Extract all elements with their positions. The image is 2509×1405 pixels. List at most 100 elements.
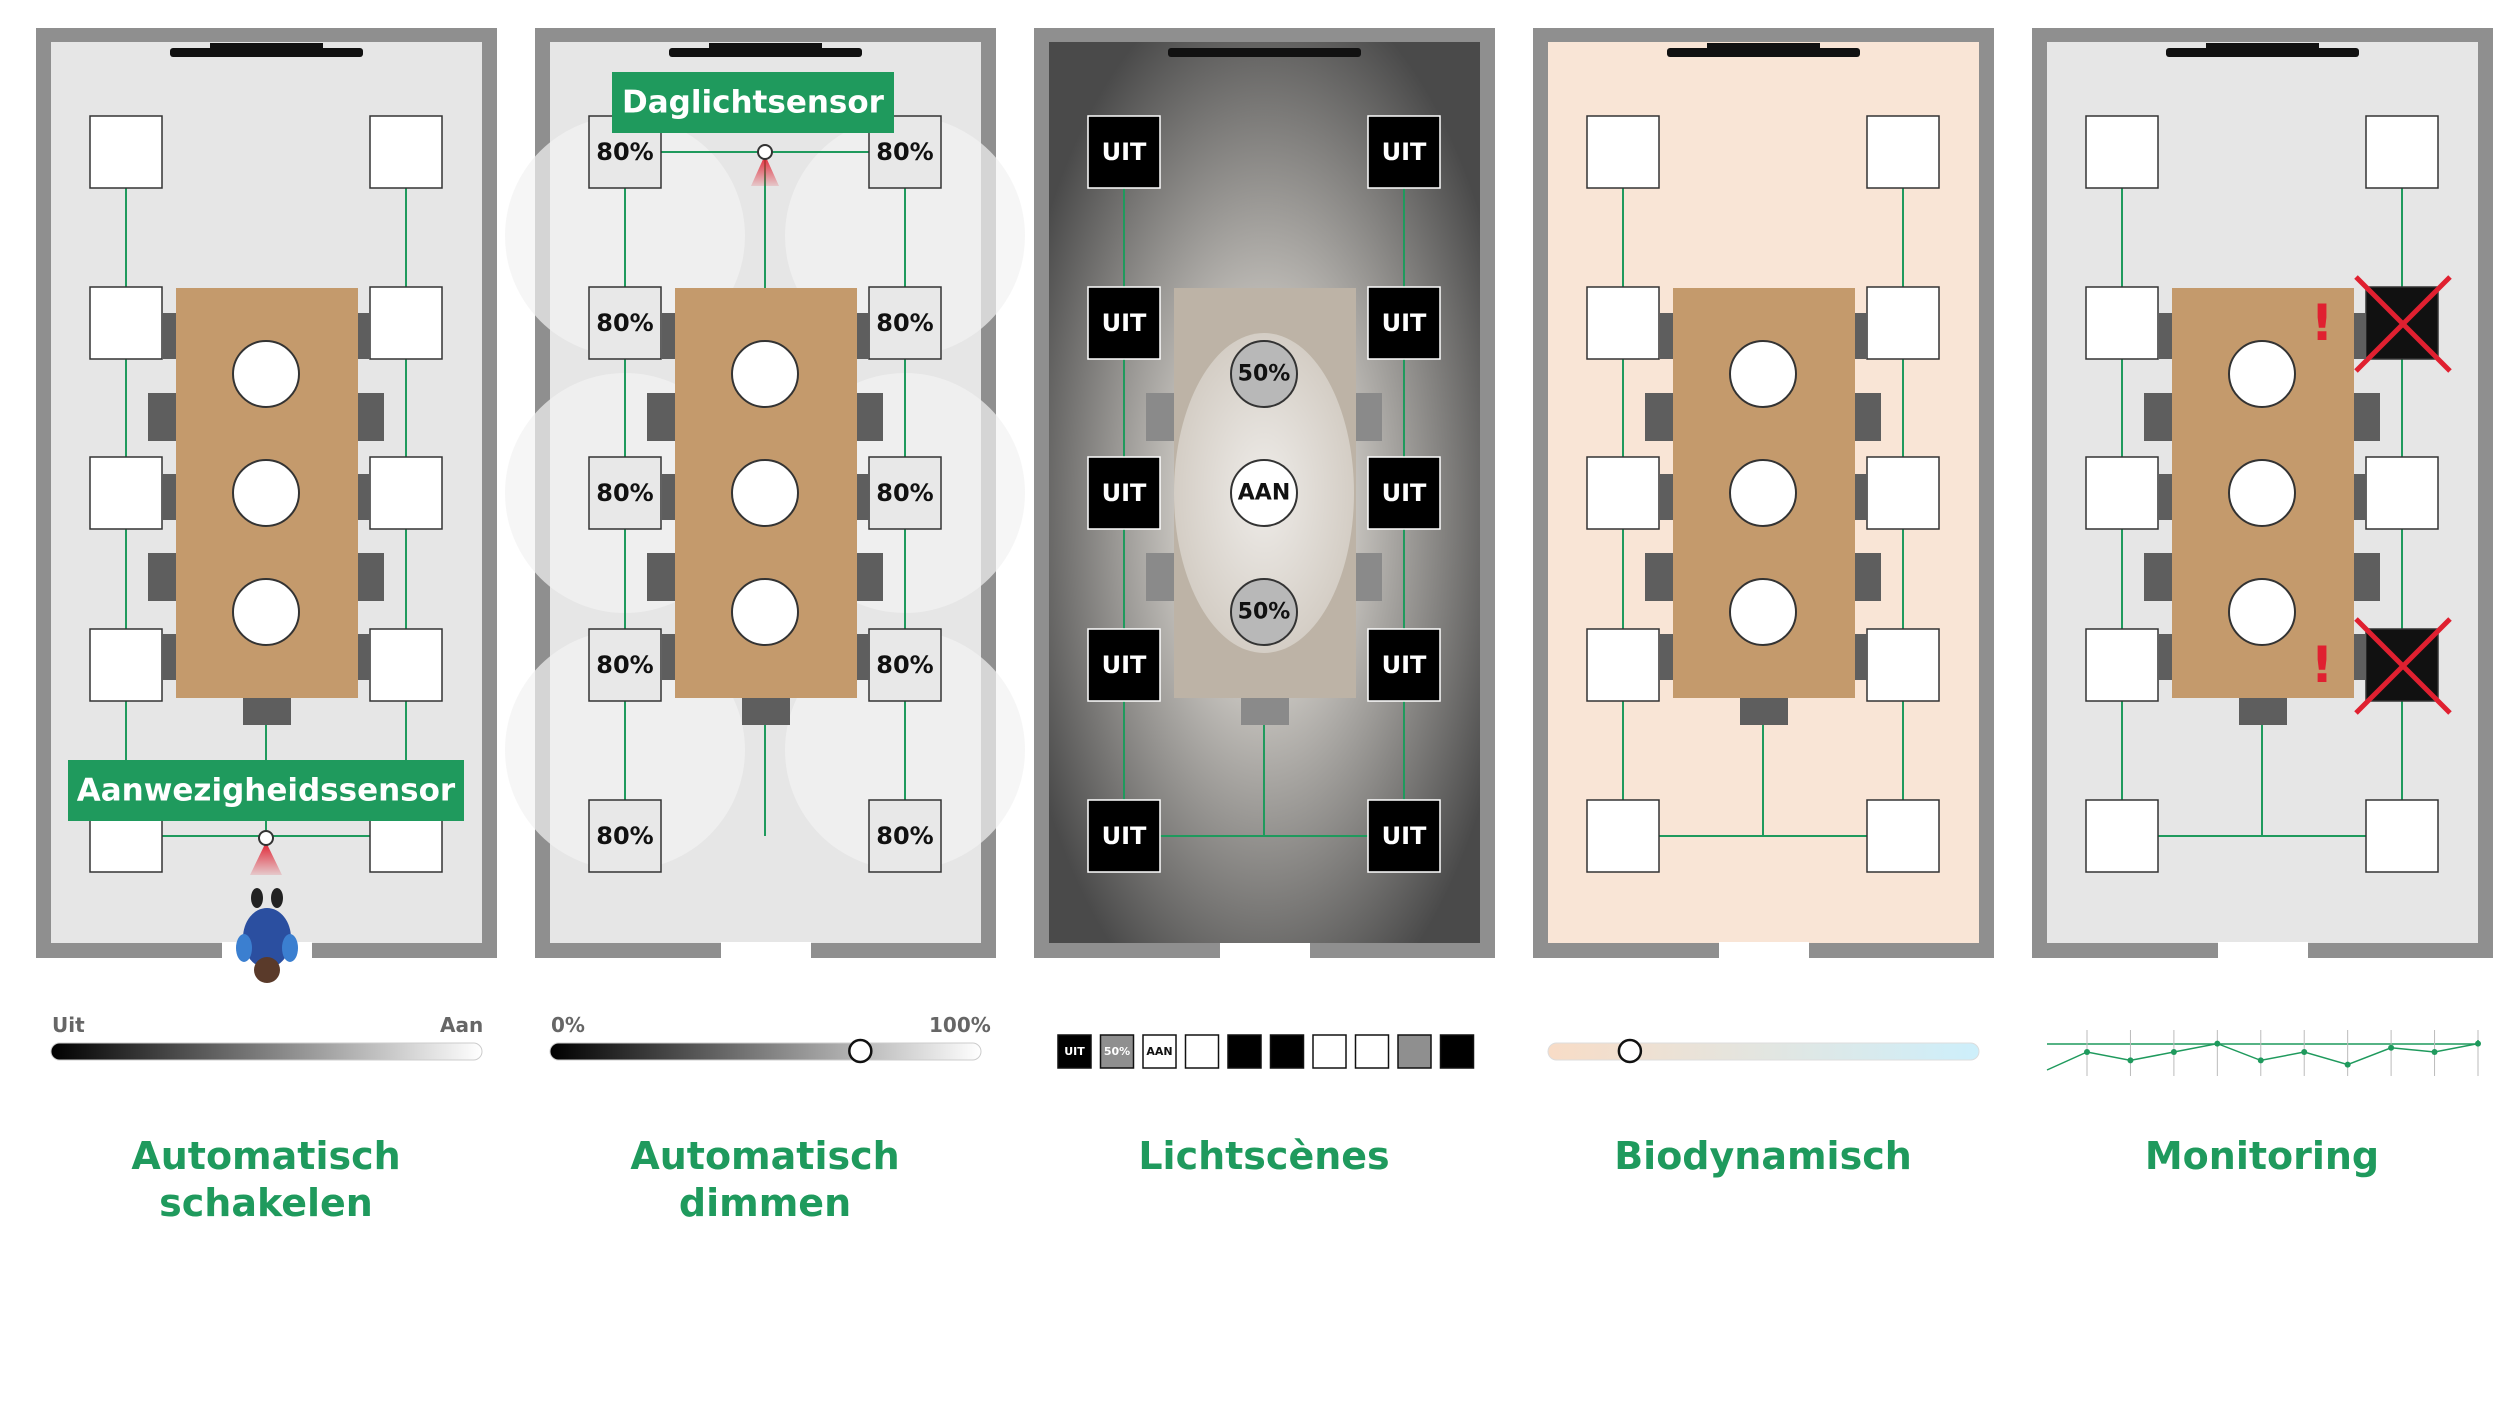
person-arm: [236, 934, 252, 962]
light-fixture: [1586, 628, 1660, 702]
scene-swatch: [1099, 1034, 1135, 1069]
light-fixture: [2085, 799, 2159, 873]
chair: [2352, 634, 2366, 680]
light-fixture: [588, 456, 662, 530]
fixture-label: UIT: [1102, 138, 1147, 166]
chair: [1354, 393, 1382, 441]
title-monitoring: Monitoring: [2144, 1134, 2380, 1178]
presence-sensor: [258, 830, 274, 846]
chair: [1853, 313, 1867, 359]
chair: [1853, 393, 1881, 441]
chair: [1645, 553, 1673, 601]
warning-mark: !: [2311, 636, 2334, 694]
fixture-label: UIT: [1382, 651, 1427, 679]
chair: [1853, 553, 1881, 601]
scale-label-100: 100%: [929, 1013, 991, 1037]
chair: [356, 393, 384, 441]
chair: [1660, 313, 1674, 359]
fixture-label: 80%: [596, 479, 653, 507]
light-fixture: [2365, 799, 2439, 873]
light-fixture: [1866, 628, 1940, 702]
trend-point: [2344, 1061, 2351, 1068]
pendant-light: [1230, 578, 1298, 646]
chair: [2352, 474, 2366, 520]
panel-biodynamisch: [1533, 28, 1994, 1064]
ceiling-bar: [669, 48, 862, 57]
light-fixture: [1087, 799, 1161, 873]
light-fixture: [1866, 799, 1940, 873]
pendant-light: [232, 459, 300, 527]
chair: [647, 393, 675, 441]
fixture-label: 80%: [596, 309, 653, 337]
pendant-light: [232, 578, 300, 646]
fixture-label: UIT: [1102, 309, 1147, 337]
light-fixture: [89, 456, 163, 530]
light-fixture: [1367, 456, 1441, 530]
chair: [2239, 697, 2287, 725]
trend-point: [2127, 1057, 2134, 1064]
fixture-label: UIT: [1382, 138, 1427, 166]
chair: [163, 634, 177, 680]
daylight-sensor-label: Daglichtsensor: [622, 85, 885, 121]
sensor-cone: [250, 842, 282, 875]
fixture-label: 80%: [596, 138, 653, 166]
light-fixture: [1367, 115, 1441, 189]
light-fixture: [2085, 115, 2159, 189]
pendant-light: [2228, 459, 2296, 527]
chair: [2159, 313, 2173, 359]
pendant-light: [1729, 459, 1797, 527]
pendant-label: 50%: [1238, 362, 1291, 387]
ceiling-bar-top: [210, 43, 323, 48]
light-fixture: [1087, 456, 1161, 530]
chair: [1241, 697, 1289, 725]
failure-cross: [2354, 275, 2452, 373]
trend-point: [2301, 1049, 2308, 1055]
light-fixture: [2365, 456, 2439, 530]
scene-swatch: [1397, 1034, 1432, 1069]
light-fixture: [1087, 628, 1161, 702]
chair: [163, 313, 177, 359]
color-temperature-knob: [1617, 1038, 1643, 1064]
ceiling-bar: [2166, 48, 2359, 57]
light-fixture: [1586, 115, 1660, 189]
color-temperature-scale: [1547, 1042, 1980, 1061]
warning-mark: !: [2311, 294, 2334, 352]
light-fixture: [369, 456, 443, 530]
chair: [855, 474, 869, 520]
chair: [1853, 474, 1867, 520]
scene-swatch-label: 50%: [1104, 1045, 1130, 1058]
trend-line: [2046, 1040, 2479, 1071]
light-fixture: [1087, 286, 1161, 360]
light-fixture: [369, 286, 443, 360]
pendant-light: [2228, 578, 2296, 646]
pendant-label: 50%: [1238, 600, 1291, 625]
light-fixture: [1367, 799, 1441, 873]
scale-label-0: 0%: [551, 1013, 585, 1037]
chair: [2144, 393, 2172, 441]
ceiling-bar-top: [709, 43, 822, 48]
fixture-label: UIT: [1102, 479, 1147, 507]
dim-scale: [549, 1042, 982, 1061]
fixture-label: 80%: [876, 309, 933, 337]
scene-swatch: [1269, 1034, 1305, 1069]
scene-swatch: [1354, 1034, 1390, 1069]
title-lichtscenes: Lichtscènes: [1138, 1134, 1390, 1178]
chair: [1146, 393, 1174, 441]
light-fixture: [868, 286, 942, 360]
scene-swatch-label: UIT: [1064, 1045, 1085, 1058]
pendant-light: [232, 340, 300, 408]
chair: [855, 393, 883, 441]
light-fixture: [89, 286, 163, 360]
daylight-sensor-label-box: [612, 72, 894, 133]
chair: [1660, 474, 1674, 520]
fixture-label: 80%: [876, 822, 933, 850]
light-fixture: [89, 115, 163, 189]
door-gap: [1220, 942, 1310, 959]
trend-point: [2084, 1049, 2090, 1055]
light-fixture: [89, 628, 163, 702]
pendant-light: [731, 340, 799, 408]
chair: [1660, 634, 1674, 680]
fixture-label: UIT: [1102, 651, 1147, 679]
scale-label-aan: Aan: [440, 1013, 484, 1037]
